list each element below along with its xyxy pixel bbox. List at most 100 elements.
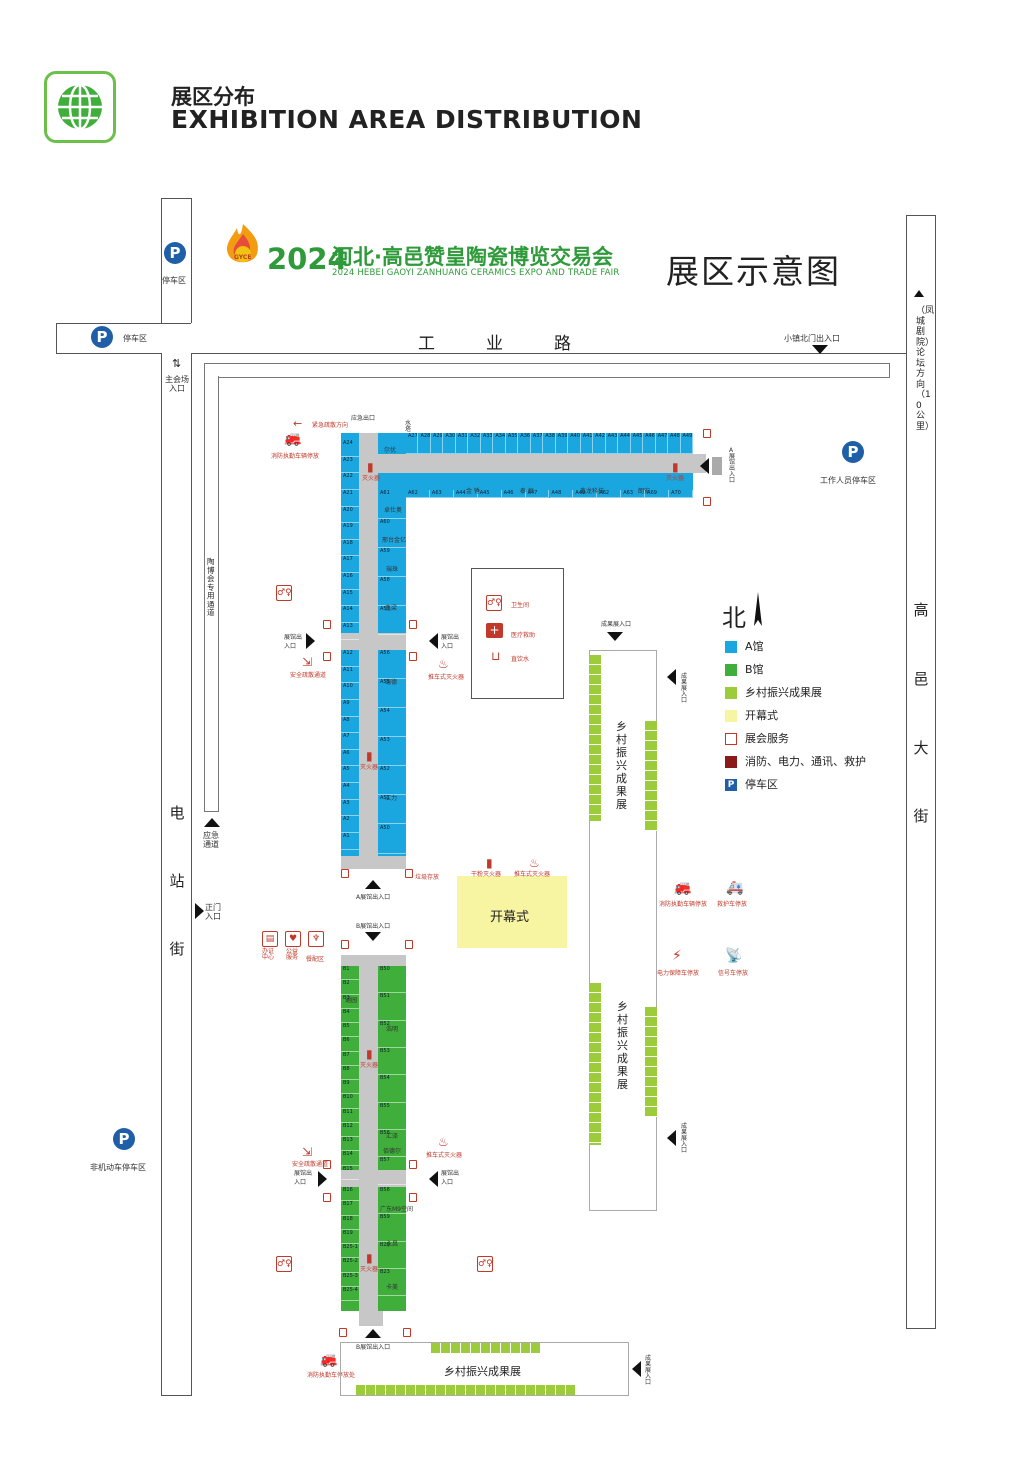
legend-label: 停车区 [745, 778, 778, 791]
garbage-bin-icon [339, 1328, 347, 1337]
booth: A7 [341, 733, 359, 750]
booth-company-tag: 瑞珠 [386, 566, 399, 573]
booth: A46 [643, 433, 656, 454]
booth: A58 [378, 577, 406, 607]
booth: A48 [549, 490, 574, 498]
ambulance-label: 救护车停放 [717, 901, 748, 908]
rural-strip [645, 1007, 657, 1117]
booth: A29 [430, 433, 444, 454]
emergency-passage-arrow-icon [204, 818, 220, 827]
dining-label: 餐配区 [306, 956, 325, 963]
booth-company-tag: 朗安 [638, 488, 651, 495]
booth: B53 [378, 1048, 406, 1076]
booth: A13 [341, 623, 359, 640]
fire-truck-label: 消防执勤车辆停放 [271, 453, 320, 460]
globe-icon [58, 83, 102, 131]
booth: A32 [468, 433, 481, 454]
booth: A3 [341, 800, 359, 817]
results-entrance-arrow-icon [607, 632, 623, 641]
dining-icon: ♆ [308, 931, 324, 947]
booth: B5 [341, 1023, 359, 1038]
road-gaoyi-c4: 街 [913, 807, 929, 825]
legend-label: 开幕式 [745, 709, 778, 722]
parking-staff-label: 工作人员停车区 [820, 476, 876, 485]
booth-company-tag: 通园 [345, 997, 358, 1004]
parking-left-label: 停车区 [123, 334, 147, 343]
garbage-bin-icon [409, 1160, 417, 1169]
fair-badge: GYCE [234, 254, 252, 261]
booth: A43 [605, 433, 619, 454]
road-direction-label: （凤城剧院）论坛方向（10公里） [916, 306, 935, 432]
booth: A52 [378, 766, 406, 796]
exit-icon: ⇲ [302, 1145, 313, 1159]
hall-b-west-gate-label: 展馆出入口 [294, 1170, 313, 1186]
booth: A33 [480, 433, 494, 454]
road-gaoyi-c3: 大 [913, 739, 929, 757]
rural-strip [645, 721, 657, 831]
extinguisher-icon: ▮ [367, 460, 374, 474]
road-gongye-c2: 业 [486, 334, 503, 354]
road-gaoyi-c1: 高 [913, 601, 929, 619]
garbage-bin-icon [703, 497, 711, 506]
fire-truck-b-label: 消防执勤车停放处 [307, 1372, 356, 1379]
booth-company-tag: 泰 恒 [520, 488, 534, 495]
booth: A55 [378, 679, 406, 709]
cart-extinguisher-icon: ♨ [529, 856, 540, 870]
hall-b-aisle [359, 966, 378, 1311]
legend-item: 开幕式 [725, 707, 895, 730]
heart-icon: ♥ [285, 931, 301, 947]
booth: A49 [573, 490, 598, 498]
booth: B15 [341, 1166, 359, 1180]
rural-strip [589, 655, 601, 821]
emergency-evac-arrow-icon: ← [293, 417, 303, 430]
signal-car-icon: 📡 [725, 948, 743, 964]
booth: B52 [378, 1021, 406, 1048]
legend-item: 消防、电力、通讯、救护 [725, 753, 895, 776]
legend-swatch [725, 733, 737, 745]
booth: B25-2 [341, 1258, 359, 1273]
garbage-bin-icon [323, 652, 331, 661]
rural-bottom-label: 乡村振兴成果展 [444, 1365, 521, 1378]
legend-item: 展会服务 [725, 730, 895, 753]
legend-label: A馆 [745, 640, 764, 653]
booth-company-tag: 尔优 [384, 447, 397, 454]
booth: B55 [378, 1103, 406, 1130]
booth: A2 [341, 816, 359, 833]
main-gate-label: 正门入口 [205, 903, 221, 921]
booth: A37 [530, 433, 544, 454]
hall-b-north-gate-arrow-icon [365, 932, 381, 941]
booth-company-tag: 金 锤 [466, 488, 480, 495]
fair-flame-logo-icon [226, 224, 258, 263]
booth-company-tag: 永昌 [386, 1241, 399, 1248]
legend-label: 消防、电力、通讯、救护 [745, 755, 866, 768]
booth: A44 [453, 490, 478, 498]
booth: A47 [655, 433, 669, 454]
booth: A62 [406, 490, 430, 498]
cart-extinguisher-label: 推车式灭火器 [514, 871, 551, 878]
legend-label: 展会服务 [745, 732, 789, 745]
header-title-cn: 展区分布 [171, 85, 255, 109]
results-entrance-arrow-icon [667, 669, 676, 685]
safe-evac-label: 安全疏散通道 [290, 672, 327, 679]
booth: A36 [518, 433, 531, 454]
booth: A20 [341, 507, 359, 524]
booth-company-tag: 浩明 [386, 1026, 399, 1033]
extinguisher-icon: ▮ [366, 1047, 373, 1061]
toilet-label: 卫生间 [511, 602, 530, 609]
ambulance-icon: 🚑 [726, 880, 744, 896]
booth: B13 [341, 1137, 359, 1152]
rural-strip [431, 1343, 541, 1353]
booth: A40 [568, 433, 581, 454]
drinking-label: 直饮水 [511, 656, 530, 663]
emergency-passage-label: 应急通道 [203, 831, 219, 849]
booth-company-tag: 卡美 [386, 1284, 399, 1291]
booth: B57 [378, 1157, 406, 1185]
road-gaoyi-c2: 邑 [913, 670, 929, 688]
booth: A57 [378, 606, 406, 636]
road-gongye-c3: 路 [554, 334, 571, 354]
booth: A35 [505, 433, 519, 454]
hall-b-south-gate-arrow-icon [365, 1329, 381, 1338]
extinguisher-icon: ▮ [366, 749, 373, 763]
hall-a-west-gate-arrow-icon [306, 633, 315, 649]
booth: A19 [341, 523, 359, 540]
